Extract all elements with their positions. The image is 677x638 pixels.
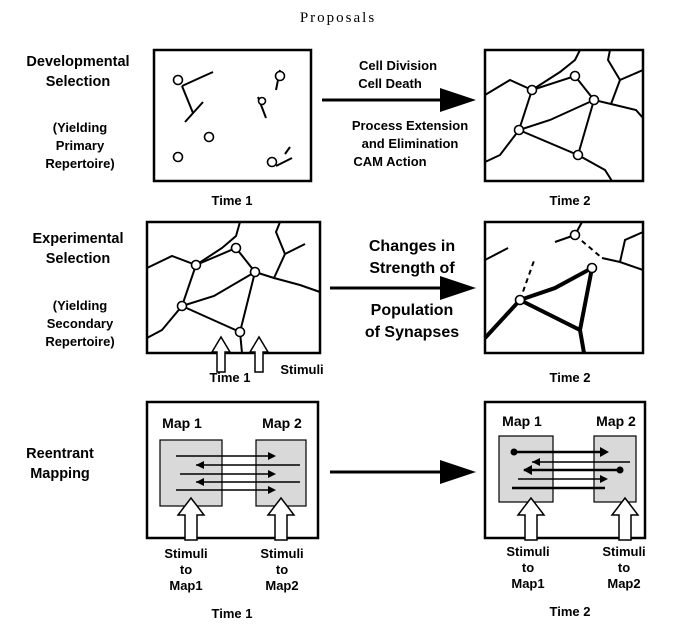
- row3-time-left: Time 1: [212, 606, 253, 621]
- map2-label-left: Map 2: [262, 415, 302, 431]
- row2-stimulus-arrow-2: [248, 335, 270, 373]
- row2-label-line1: Experimental: [32, 231, 123, 247]
- row3-time-right: Time 2: [550, 604, 591, 619]
- row1-mid-line5: CAM Action: [353, 154, 426, 169]
- row2-label-line2: Selection: [46, 251, 110, 267]
- stim-map1-left-line2: to: [180, 562, 192, 577]
- row2-mid-line1: Changes in: [369, 238, 455, 255]
- row2-stimuli-label: Stimuli: [280, 362, 323, 377]
- row-experimental-selection: Experimental Selection (Yielding Seconda…: [32, 220, 645, 385]
- row1-sub-line1: (Yielding: [53, 120, 107, 135]
- row1-time-right: Time 2: [550, 193, 591, 208]
- row1-sub-line2: Primary: [56, 138, 105, 153]
- row2-sub-line3: Repertoire): [45, 334, 114, 349]
- row-developmental-selection: Developmental Selection (Yielding Primar…: [26, 48, 645, 208]
- row2-time-right: Time 2: [550, 370, 591, 385]
- stim-map2-right-line2: to: [618, 560, 630, 575]
- stim-map2-right-line1: Stimuli: [602, 544, 645, 559]
- row1-label-line2: Selection: [46, 74, 110, 90]
- stim-map1-left-line1: Stimuli: [164, 546, 207, 561]
- stim-map1-right-line2: to: [522, 560, 534, 575]
- stimulus-arrow-map1-right: [516, 496, 546, 541]
- row2-sub-line2: Secondary: [47, 316, 114, 331]
- stim-map2-left-line1: Stimuli: [260, 546, 303, 561]
- row2-mid-line4: of Synapses: [365, 324, 459, 341]
- row1-mid-line1: Cell Division: [359, 58, 437, 73]
- stim-map2-left-line2: to: [276, 562, 288, 577]
- stimulus-arrow-map2-left: [266, 496, 296, 541]
- row1-arrowhead: [440, 88, 476, 112]
- map1-box-left: [159, 439, 223, 507]
- stimulus-arrow-map2-right: [610, 496, 640, 541]
- stimulus-arrow-map1-left: [176, 496, 206, 541]
- row1-sub-line3: Repertoire): [45, 156, 114, 171]
- row2-time1-panel: [145, 220, 322, 355]
- row3-label-line2: Mapping: [30, 466, 90, 482]
- map1-label-left: Map 1: [162, 415, 202, 431]
- row1-time-left: Time 1: [212, 193, 253, 208]
- map1-label-right: Map 1: [502, 413, 542, 429]
- row2-time-left: Time 1: [210, 370, 251, 385]
- stim-map1-left-line3: Map1: [169, 578, 202, 593]
- row-reentrant-mapping: Reentrant Mapping Map 1 Map 2 Stimuli to…: [26, 400, 647, 621]
- row3-arrowhead: [440, 460, 476, 484]
- row2-time2-panel: [483, 220, 645, 355]
- row1-mid-line3: Process Extension: [352, 118, 468, 133]
- stim-map2-left-line3: Map2: [265, 578, 298, 593]
- row2-stimulus-arrow-1: [210, 335, 232, 373]
- row1-mid-line2: Cell Death: [358, 76, 422, 91]
- page-title: Proposals: [300, 10, 376, 26]
- stim-map2-right-line3: Map2: [607, 576, 640, 591]
- map2-box-left: [255, 439, 307, 507]
- row2-mid-line2: Strength of: [369, 260, 455, 277]
- row2-mid-line3: Population: [371, 302, 454, 319]
- row2-sub-line1: (Yielding: [53, 298, 107, 313]
- row2-arrowhead: [440, 276, 476, 300]
- row1-time2-panel: [483, 48, 645, 183]
- row1-label-line1: Developmental: [26, 54, 129, 70]
- row1-mid-line4: and Elimination: [362, 136, 459, 151]
- row3-label-line1: Reentrant: [26, 446, 94, 462]
- stim-map1-right-line3: Map1: [511, 576, 544, 591]
- map2-label-right: Map 2: [596, 413, 636, 429]
- stim-map1-right-line1: Stimuli: [506, 544, 549, 559]
- row1-time1-panel: [152, 48, 313, 183]
